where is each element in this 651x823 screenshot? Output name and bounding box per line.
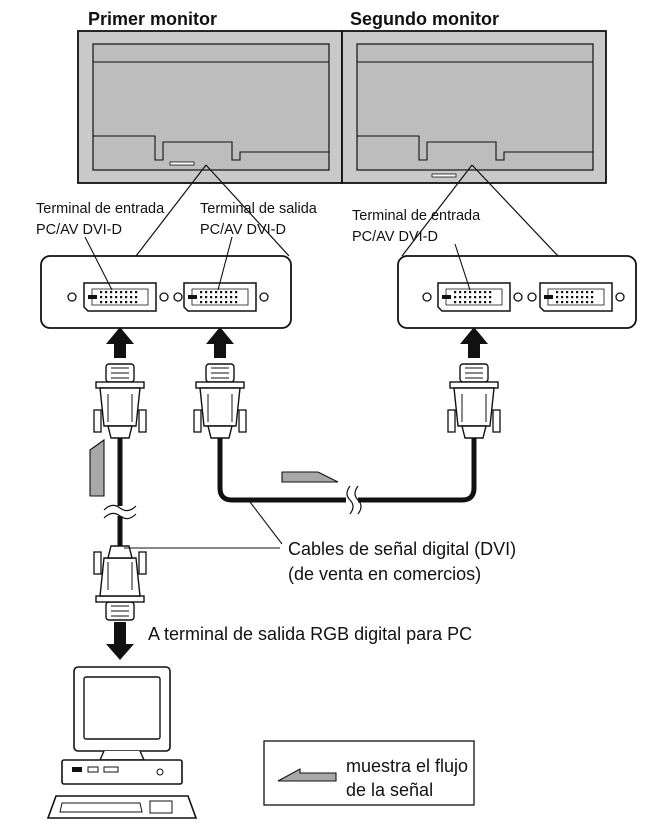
to-pc-arrow (106, 622, 134, 660)
cables-label-line2: (de venta en comercios) (288, 564, 481, 584)
input1-label-line1: Terminal de entrada (36, 201, 165, 217)
pc-terminal-label: A terminal de salida RGB digital para PC (148, 624, 472, 644)
zoom-lines (135, 164, 559, 257)
pc-cable-connector (93, 545, 147, 621)
legend-line2: de la señal (346, 780, 433, 800)
output-label-line2: PC/AV DVI-D (200, 222, 286, 238)
connect-arrows (106, 327, 488, 358)
input2-label-line2: PC/AV DVI-D (352, 229, 438, 245)
dvi-cable-connector-2 (193, 363, 247, 439)
legend-line1: muestra el flujo (346, 756, 468, 776)
dvi-cables (103, 438, 477, 560)
legend: muestra el flujo de la señal (263, 740, 475, 806)
second-monitor-terminal-panel (397, 255, 637, 329)
first-monitor-dvi-output-port (183, 282, 257, 312)
first-monitor (77, 30, 343, 184)
output-label-line1: Terminal de salida (200, 201, 318, 217)
second-monitor (341, 30, 607, 184)
cables-label-line1: Cables de señal digital (DVI) (288, 539, 516, 559)
dvi-cable-connector-1 (93, 363, 147, 439)
first-monitor-title: Primer monitor (88, 9, 217, 29)
second-monitor-title: Segundo monitor (350, 9, 499, 29)
signal-flow-arrows (89, 438, 339, 497)
first-monitor-dvi-input-port (83, 282, 157, 312)
input2-label-line1: Terminal de entrada (352, 208, 481, 224)
input1-label-line2: PC/AV DVI-D (36, 222, 122, 238)
first-monitor-terminal-panel (40, 255, 292, 329)
legend-flow-arrow-icon (277, 768, 337, 782)
dvi-cable-connector-3 (447, 363, 501, 439)
computer-icon (46, 666, 198, 819)
second-monitor-dvi-port-unused (539, 282, 613, 312)
second-monitor-dvi-input-port (437, 282, 511, 312)
